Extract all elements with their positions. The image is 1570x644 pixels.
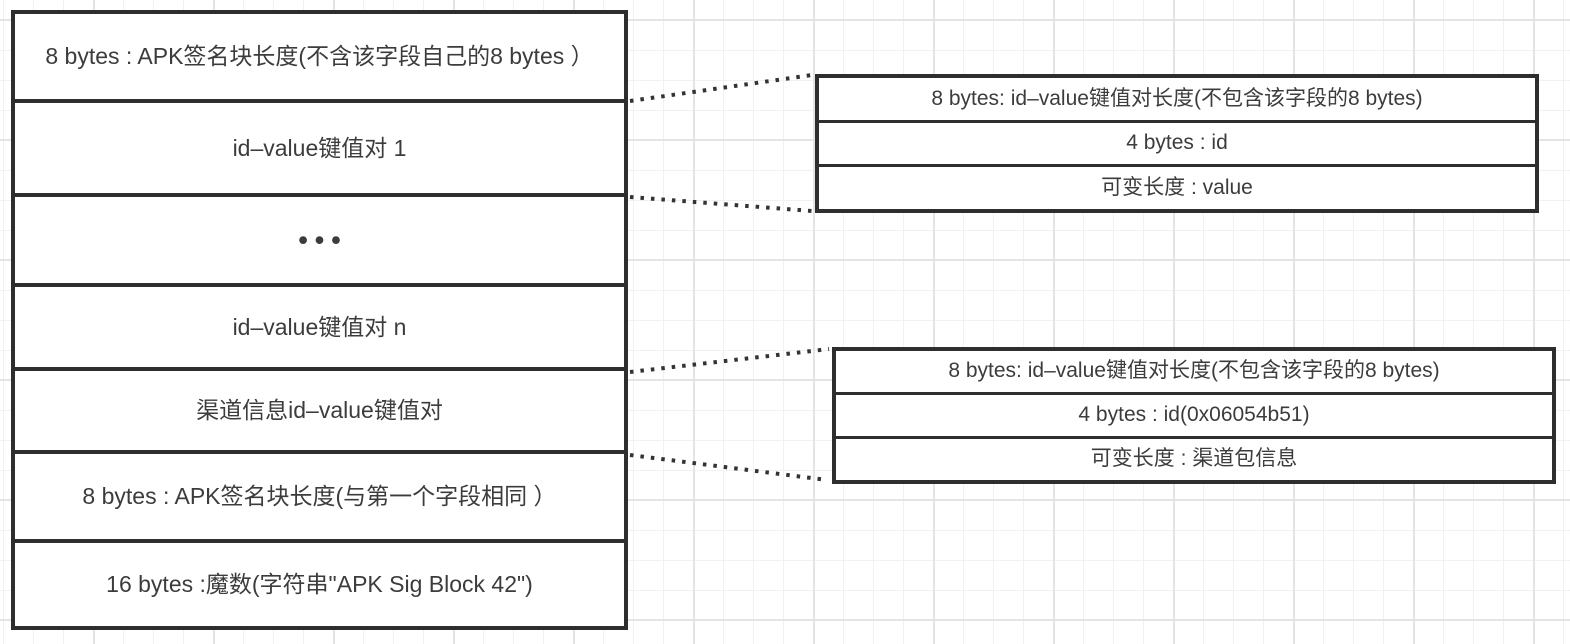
connector-idvalue1-to-detail-top-upper bbox=[629, 73, 813, 103]
table-row-sig-block-length-repeat: 8 bytes : APK签名块长度(与第一个字段相同 ） bbox=[15, 450, 624, 538]
channel-id-value-pair-detail-table: 8 bytes: id–value键值对长度(不包含该字段的8 bytes) 4… bbox=[832, 347, 1556, 484]
connector-channel-to-detail-bottom-lower bbox=[629, 453, 828, 482]
connector-channel-to-detail-bottom-upper bbox=[629, 347, 830, 374]
detail-row-value: 可变长度 : value bbox=[819, 164, 1535, 209]
connector-idvalue1-to-detail-top-lower bbox=[629, 195, 813, 213]
table-row-magic-number: 16 bytes :魔数(字符串"APK Sig Block 42") bbox=[15, 538, 624, 626]
table-row-channel-id-value-pair: 渠道信息id–value键值对 bbox=[15, 367, 624, 450]
table-row-id-value-pair-n: id–value键值对 n bbox=[15, 282, 624, 368]
channel-detail-row-id: 4 bytes : id(0x06054b51) bbox=[836, 392, 1552, 436]
id-value-pair-detail-table: 8 bytes: id–value键值对长度(不包含该字段的8 bytes) 4… bbox=[815, 74, 1539, 213]
detail-row-pair-length: 8 bytes: id–value键值对长度(不包含该字段的8 bytes) bbox=[931, 86, 1423, 110]
channel-detail-row-value: 可变长度 : 渠道包信息 bbox=[836, 436, 1552, 480]
detail-row-id: 4 bytes : id bbox=[819, 119, 1535, 165]
table-row-id-value-pair-1: id–value键值对 1 bbox=[15, 99, 624, 193]
table-row-ellipsis: ••• bbox=[15, 193, 624, 282]
channel-detail-row-pair-length: 8 bytes: id–value键值对长度(不包含该字段的8 bytes) bbox=[948, 359, 1440, 383]
table-row-sig-block-length: 8 bytes : APK签名块长度(不含该字段自己的8 bytes ） bbox=[45, 43, 594, 70]
apk-sig-block-table: 8 bytes : APK签名块长度(不含该字段自己的8 bytes ） id–… bbox=[11, 10, 628, 630]
